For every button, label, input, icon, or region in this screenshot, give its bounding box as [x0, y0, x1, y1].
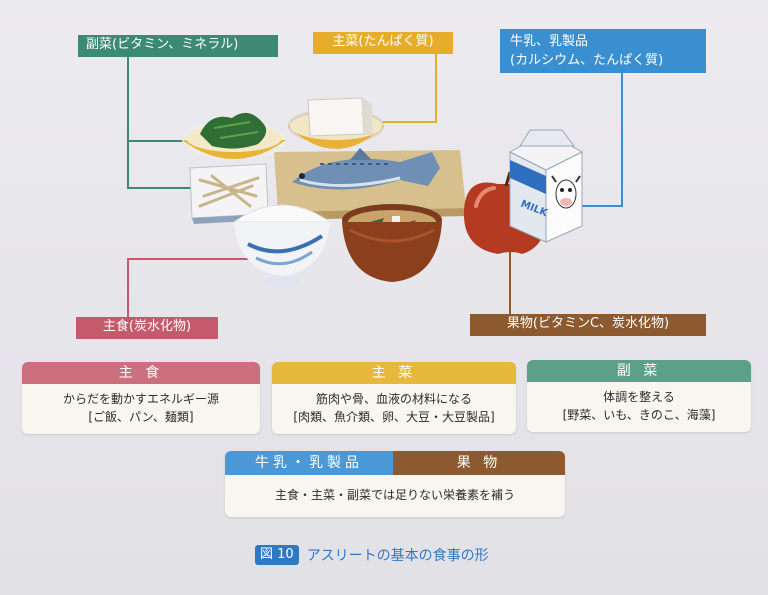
- dairy-connector: [582, 73, 623, 207]
- tofu-bowl: [288, 97, 384, 149]
- grilled-fish: [292, 148, 440, 190]
- fruit-label: 果物(ビタミンC、炭水化物): [470, 314, 706, 336]
- dairy-card-title: 牛乳・乳製品: [225, 451, 393, 475]
- staple-card: 主 食 からだを動かすエネルギー源 [ご飯、パン、麺類]: [22, 362, 260, 434]
- side-dish-card-desc: 体調を整える: [603, 390, 675, 404]
- figure-caption-text: アスリートの基本の食事の形: [306, 548, 489, 564]
- staple-card-desc: からだを動かすエネルギー源: [62, 392, 219, 406]
- main-dish-card-desc: 筋肉や骨、血液の材料になる: [315, 392, 472, 406]
- main-dish-connector: [378, 54, 437, 123]
- figure-caption: 図 10 アスリートの基本の食事の形: [255, 544, 489, 566]
- side-dish-card: 副 菜 体調を整える [野菜、いも、きのこ、海藻]: [527, 360, 751, 432]
- side-dish-connector: [127, 57, 192, 189]
- side-dish-card-title: 副 菜: [527, 360, 751, 382]
- staple-connector: [127, 258, 256, 317]
- rice-bowl: [232, 204, 332, 288]
- dairy-label-line2: (カルシウム、たんぱく質): [510, 53, 664, 68]
- spinach-bowl: [182, 112, 286, 160]
- dairy-fruit-card-desc: 主食・主菜・副菜では足りない栄養素を補う: [274, 488, 515, 502]
- staple-label: 主食(炭水化物): [76, 317, 218, 339]
- dairy-label-line1: 牛乳、乳製品: [510, 34, 589, 49]
- figure-number-badge: 図 10: [255, 545, 299, 565]
- main-dish-card: 主 菜 筋肉や骨、血液の材料になる [肉類、魚介類、卵、大豆・大豆製品]: [272, 362, 516, 434]
- staple-card-title: 主 食: [22, 362, 260, 384]
- staple-card-examples: [ご飯、パン、麺類]: [88, 410, 194, 424]
- main-dish-card-title: 主 菜: [272, 362, 516, 384]
- main-dish-card-examples: [肉類、魚介類、卵、大豆・大豆製品]: [293, 410, 495, 424]
- fruit-card-title: 果 物: [393, 451, 565, 475]
- dairy-fruit-card: 牛乳・乳製品 果 物 主食・主菜・副菜では足りない栄養素を補う: [225, 451, 565, 517]
- main-dish-label: 主菜(たんぱく質): [313, 32, 453, 54]
- side-dish-label: 副菜(ビタミン、ミネラル): [78, 35, 278, 57]
- miso-soup-bowl: [342, 204, 442, 282]
- side-dish-card-examples: [野菜、いも、きのこ、海藻]: [562, 408, 716, 422]
- milk-carton: MILK: [508, 129, 584, 243]
- dairy-label: 牛乳、乳製品 (カルシウム、たんぱく質): [500, 29, 706, 73]
